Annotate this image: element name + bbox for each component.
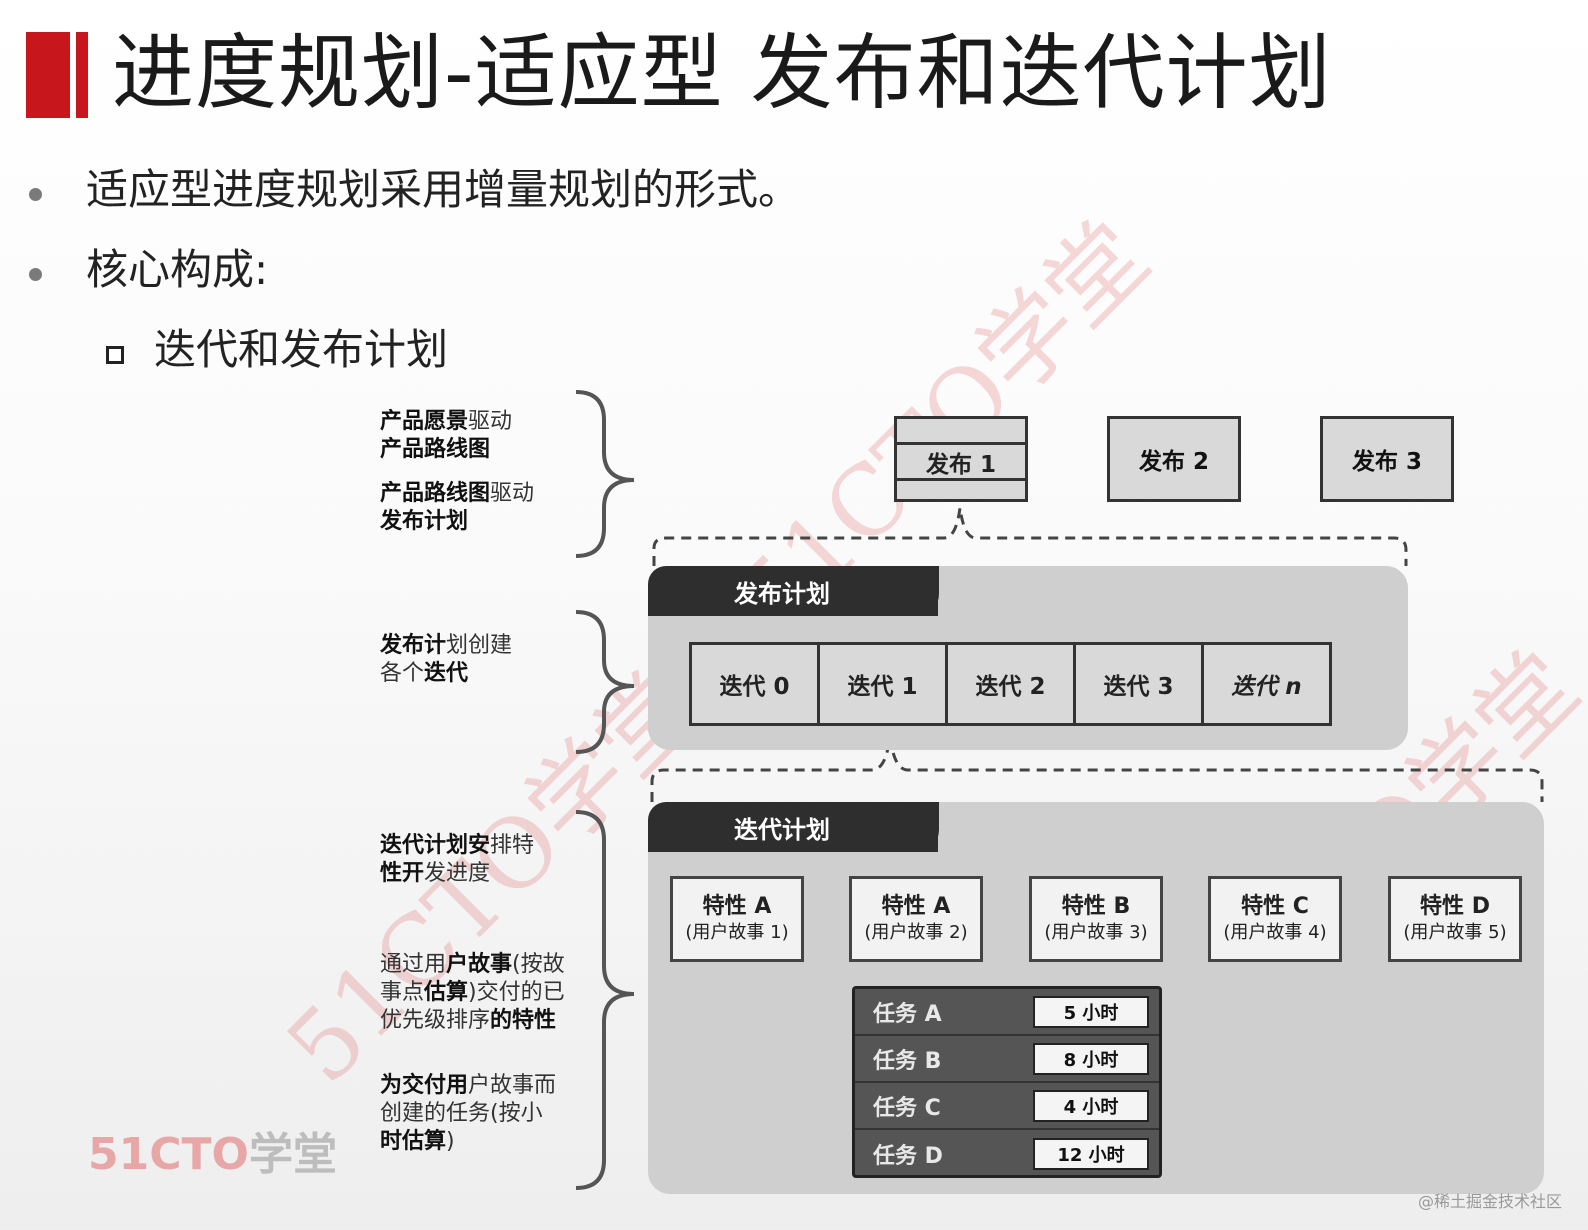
iteration-box: 迭代 1 bbox=[817, 642, 948, 726]
feature-box: 特性 C (用户故事 4) bbox=[1208, 876, 1342, 962]
task-row: 任务 A 5 小时 bbox=[855, 989, 1159, 1036]
task-name: 任务 D bbox=[873, 1143, 943, 1169]
iteration-plan-tab: 迭代计划 bbox=[648, 802, 939, 852]
label-user-story: 通过用户故事(按故 事点估算)交付的已 优先级排序的特性 bbox=[380, 952, 565, 1033]
logo-51cto: 51CTO学堂 bbox=[88, 1129, 337, 1180]
release-plan-tab: 发布计划 bbox=[648, 566, 939, 616]
release-1-label: 发布 1 bbox=[897, 442, 1025, 481]
label-tasks: 为交付用户故事而 创建的任务(按小 时估算) bbox=[380, 1073, 557, 1154]
feature-story: (用户故事 5) bbox=[1403, 922, 1507, 943]
task-row: 任务 B 8 小时 bbox=[855, 1036, 1159, 1083]
label-roadmap: 产品路线图驱动 发布计划 bbox=[380, 481, 535, 534]
label-release-plan: 发布计划创建 各个迭代 bbox=[380, 633, 513, 686]
bullet-dot bbox=[29, 188, 42, 201]
feature-name: 特性 A bbox=[881, 894, 951, 919]
brace-bottom bbox=[575, 810, 635, 1190]
task-name: 任务 A bbox=[873, 1001, 942, 1027]
brace-middle bbox=[575, 610, 635, 754]
feature-box: 特性 A (用户故事 1) bbox=[670, 876, 804, 962]
bullet-text-1: 适应型进度规划采用增量规划的形式。 bbox=[86, 165, 801, 214]
task-row: 任务 C 4 小时 bbox=[855, 1083, 1159, 1130]
iteration-box: 迭代 0 bbox=[689, 642, 820, 726]
feature-name: 特性 A bbox=[702, 894, 772, 919]
release-2-box: 发布 2 bbox=[1107, 416, 1241, 502]
task-hours: 5 小时 bbox=[1033, 995, 1149, 1028]
feature-name: 特性 D bbox=[1420, 894, 1490, 919]
task-row: 任务 D 12 小时 bbox=[855, 1130, 1159, 1177]
iteration-box: 迭代 2 bbox=[945, 642, 1076, 726]
release-1-box: 发布 1 bbox=[894, 416, 1028, 502]
feature-story: (用户故事 4) bbox=[1223, 922, 1327, 943]
label-iteration-plan: 迭代计划安排特 性开发进度 bbox=[380, 833, 535, 886]
task-name: 任务 C bbox=[873, 1095, 941, 1121]
task-name: 任务 B bbox=[873, 1048, 942, 1074]
label-vision: 产品愿景驱动 产品路线图 bbox=[380, 409, 513, 462]
dashed-bracket-release bbox=[652, 507, 1408, 566]
feature-box: 特性 B (用户故事 3) bbox=[1029, 876, 1163, 962]
feature-story: (用户故事 3) bbox=[1044, 922, 1148, 943]
sub-bullet-text: 迭代和发布计划 bbox=[154, 325, 449, 374]
iteration-box: 迭代 3 bbox=[1073, 642, 1204, 726]
title-accent-bar bbox=[26, 32, 88, 118]
bullet-text-2: 核心构成: bbox=[86, 245, 269, 294]
feature-box: 特性 D (用户故事 5) bbox=[1388, 876, 1522, 962]
bullet-dot bbox=[29, 268, 42, 281]
feature-name: 特性 B bbox=[1061, 894, 1131, 919]
iteration-box: 迭代 n bbox=[1201, 642, 1332, 726]
release-3-box: 发布 3 bbox=[1320, 416, 1454, 502]
brace-top bbox=[575, 390, 635, 558]
feature-story: (用户故事 1) bbox=[685, 922, 789, 943]
source-credit: @稀土掘金技术社区 bbox=[1417, 1192, 1562, 1211]
feature-name: 特性 C bbox=[1241, 894, 1309, 919]
task-hours: 4 小时 bbox=[1033, 1089, 1149, 1122]
dashed-bracket-iteration bbox=[650, 735, 1544, 802]
task-hours: 12 小时 bbox=[1033, 1137, 1149, 1170]
feature-box: 特性 A (用户故事 2) bbox=[849, 876, 983, 962]
task-hours: 8 小时 bbox=[1033, 1042, 1149, 1075]
sub-bullet-square bbox=[106, 346, 124, 364]
task-table: 任务 A 5 小时 任务 B 8 小时 任务 C 4 小时 任务 D 12 小时 bbox=[852, 986, 1162, 1178]
iteration-row: 迭代 0 迭代 1 迭代 2 迭代 3 迭代 n bbox=[689, 642, 1332, 726]
feature-story: (用户故事 2) bbox=[864, 922, 968, 943]
page-title: 进度规划-适应型 发布和迭代计划 bbox=[112, 26, 1332, 121]
